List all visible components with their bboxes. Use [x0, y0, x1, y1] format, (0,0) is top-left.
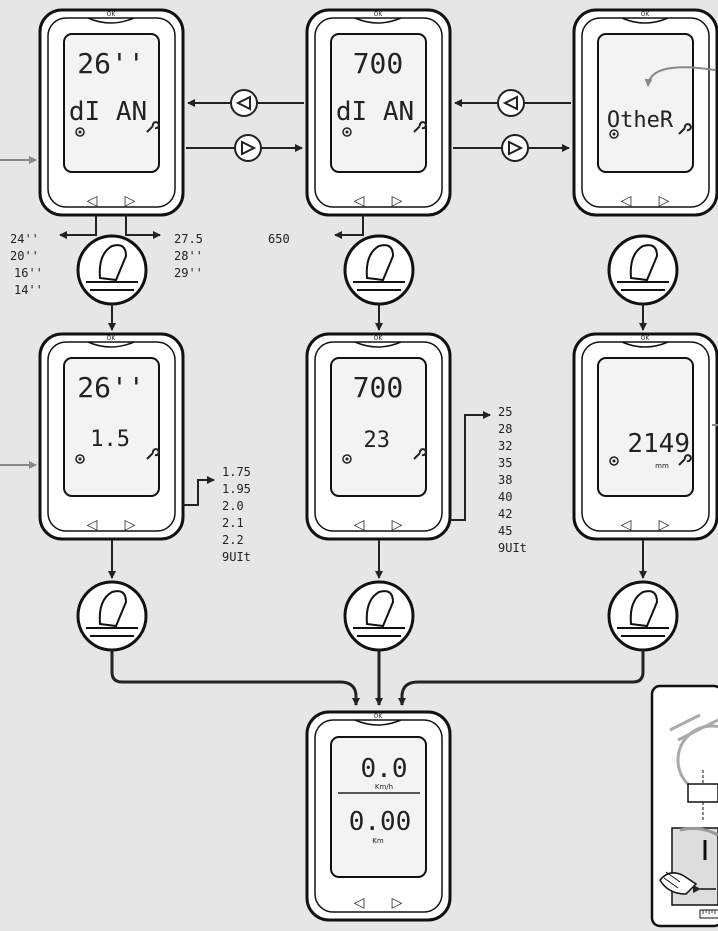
wheel-icon [75, 454, 85, 464]
option-width[interactable]: 45 [498, 524, 512, 538]
nav-left-button[interactable]: ◁ [87, 193, 98, 209]
option-width[interactable]: 42 [498, 507, 512, 521]
finger-press-icon [607, 234, 679, 306]
option-width[interactable]: 2.1 [222, 516, 244, 530]
device-wheel-700: OK 700 dI AN ◁ ▷ [305, 8, 452, 217]
wrench-icon [413, 121, 427, 133]
distance-value: 0.00 [349, 807, 412, 837]
option-width[interactable]: 2.0 [222, 499, 244, 513]
nav-arrows-row1 [0, 89, 571, 164]
ok-label: OK [374, 11, 384, 18]
ok-label: OK [107, 335, 117, 342]
option-16[interactable]: 16'' [14, 266, 43, 280]
finger-press-icon [343, 580, 415, 652]
wheel-size-options-650: 650 [268, 215, 364, 246]
option-27-5[interactable]: 27.5 [174, 232, 203, 246]
option-width[interactable]: 32 [498, 439, 512, 453]
ok-label: OK [107, 11, 117, 18]
device-tire-width-26: OK 26'' 1.5 ◁ ▷ [38, 332, 185, 541]
ok-label: OK [374, 713, 384, 720]
wheel-size-options-left: 24'' 20'' 16'' 14'' [10, 215, 97, 297]
option-28[interactable]: 28'' [174, 249, 203, 263]
finger-press-icon [607, 580, 679, 652]
device-circumference: OK 2149 mm ◁ ▷ [572, 332, 718, 541]
wheel-icon [75, 127, 85, 137]
lcd-bottom-value: 23 [364, 428, 391, 453]
ok-label: OK [374, 335, 384, 342]
option-29[interactable]: 29'' [174, 266, 203, 280]
device-wheel-26: OK 26'' dI AN ◁ ▷ [38, 8, 185, 217]
wheel-icon [342, 127, 352, 137]
option-width[interactable]: 1.75 [222, 465, 251, 479]
option-650[interactable]: 650 [268, 232, 290, 246]
nav-right-button[interactable]: ▷ [659, 193, 670, 209]
ok-label: OK [641, 335, 651, 342]
wrench-icon [678, 454, 692, 466]
wheel-icon [609, 129, 619, 139]
hand-icon [659, 871, 698, 895]
device-tire-width-700: OK 700 23 ◁ ▷ [305, 332, 452, 541]
nav-right-button[interactable]: ▷ [392, 193, 403, 209]
lcd-bottom-value: 2149 [627, 429, 690, 459]
ruler-icon [699, 909, 718, 919]
device-wheel-other: OK OtheR ◁ ▷ [572, 8, 718, 217]
option-width[interactable]: 35 [498, 456, 512, 470]
lcd-bottom-value: dI AN [336, 97, 414, 127]
option-width[interactable]: 2.2 [222, 533, 244, 547]
distance-unit: Km [372, 837, 384, 845]
option-width[interactable]: 25 [498, 405, 512, 419]
nav-left-button[interactable]: ◁ [354, 895, 365, 911]
nav-right-button[interactable]: ▷ [125, 517, 136, 533]
nav-right-button[interactable]: ▷ [125, 193, 136, 209]
unit-label: mm [655, 462, 669, 470]
finger-press-icon [76, 234, 148, 306]
device-ride-screen: OK 0.0 Km/h 0.00 Km ◁ ▷ [305, 710, 452, 922]
finger-press-icon [343, 234, 415, 306]
wheel-icon [342, 454, 352, 464]
lcd-top-value: 700 [353, 371, 404, 404]
finger-press-icon [76, 580, 148, 652]
lcd-top-value: 26'' [77, 47, 144, 80]
wheel-icon [609, 456, 619, 466]
left-arrow-button-icon [497, 89, 525, 117]
nav-left-button[interactable]: ◁ [621, 517, 632, 533]
wrench-icon [678, 123, 692, 135]
option-quit[interactable]: 9UIt [222, 550, 251, 564]
option-width[interactable]: 38 [498, 473, 512, 487]
wheel-size-options-right: 27.5 28'' 29'' [125, 215, 203, 280]
lcd-top-value: 26'' [77, 371, 144, 404]
option-width[interactable]: 28 [498, 422, 512, 436]
lcd-bottom-value: OtheR [607, 108, 674, 133]
lcd-bottom-value: 1.5 [90, 427, 130, 452]
continuation-arrow [644, 66, 716, 87]
nav-right-button[interactable]: ▷ [392, 517, 403, 533]
option-24[interactable]: 24'' [10, 232, 39, 246]
nav-left-button[interactable]: ◁ [87, 517, 98, 533]
lcd-bottom-value: dI AN [69, 97, 147, 127]
wrench-icon [413, 448, 427, 460]
nav-left-button[interactable]: ◁ [354, 517, 365, 533]
wrench-icon [146, 448, 160, 460]
option-20[interactable]: 20'' [10, 249, 39, 263]
speed-value: 0.0 [361, 754, 408, 784]
right-arrow-button-icon [501, 134, 529, 162]
tire-width-options-700: 25 28 32 35 38 40 42 45 9UIt [450, 405, 527, 555]
nav-left-button[interactable]: ◁ [354, 193, 365, 209]
nav-right-button[interactable]: ▷ [659, 517, 670, 533]
option-width[interactable]: 1.95 [222, 482, 251, 496]
circumference-measurement-panel [650, 684, 718, 928]
right-arrow-button-icon [234, 134, 262, 162]
option-width[interactable]: 40 [498, 490, 512, 504]
left-arrow-button-icon [230, 89, 258, 117]
tire-width-options-26: 1.75 1.95 2.0 2.1 2.2 9UIt [183, 465, 251, 564]
lcd-top-value: 700 [353, 47, 404, 80]
nav-left-button[interactable]: ◁ [621, 193, 632, 209]
nav-right-button[interactable]: ▷ [392, 895, 403, 911]
option-14[interactable]: 14'' [14, 283, 43, 297]
ok-label: OK [641, 11, 651, 18]
wrench-icon [146, 121, 160, 133]
speed-unit: Km/h [375, 783, 393, 791]
option-quit[interactable]: 9UIt [498, 541, 527, 555]
